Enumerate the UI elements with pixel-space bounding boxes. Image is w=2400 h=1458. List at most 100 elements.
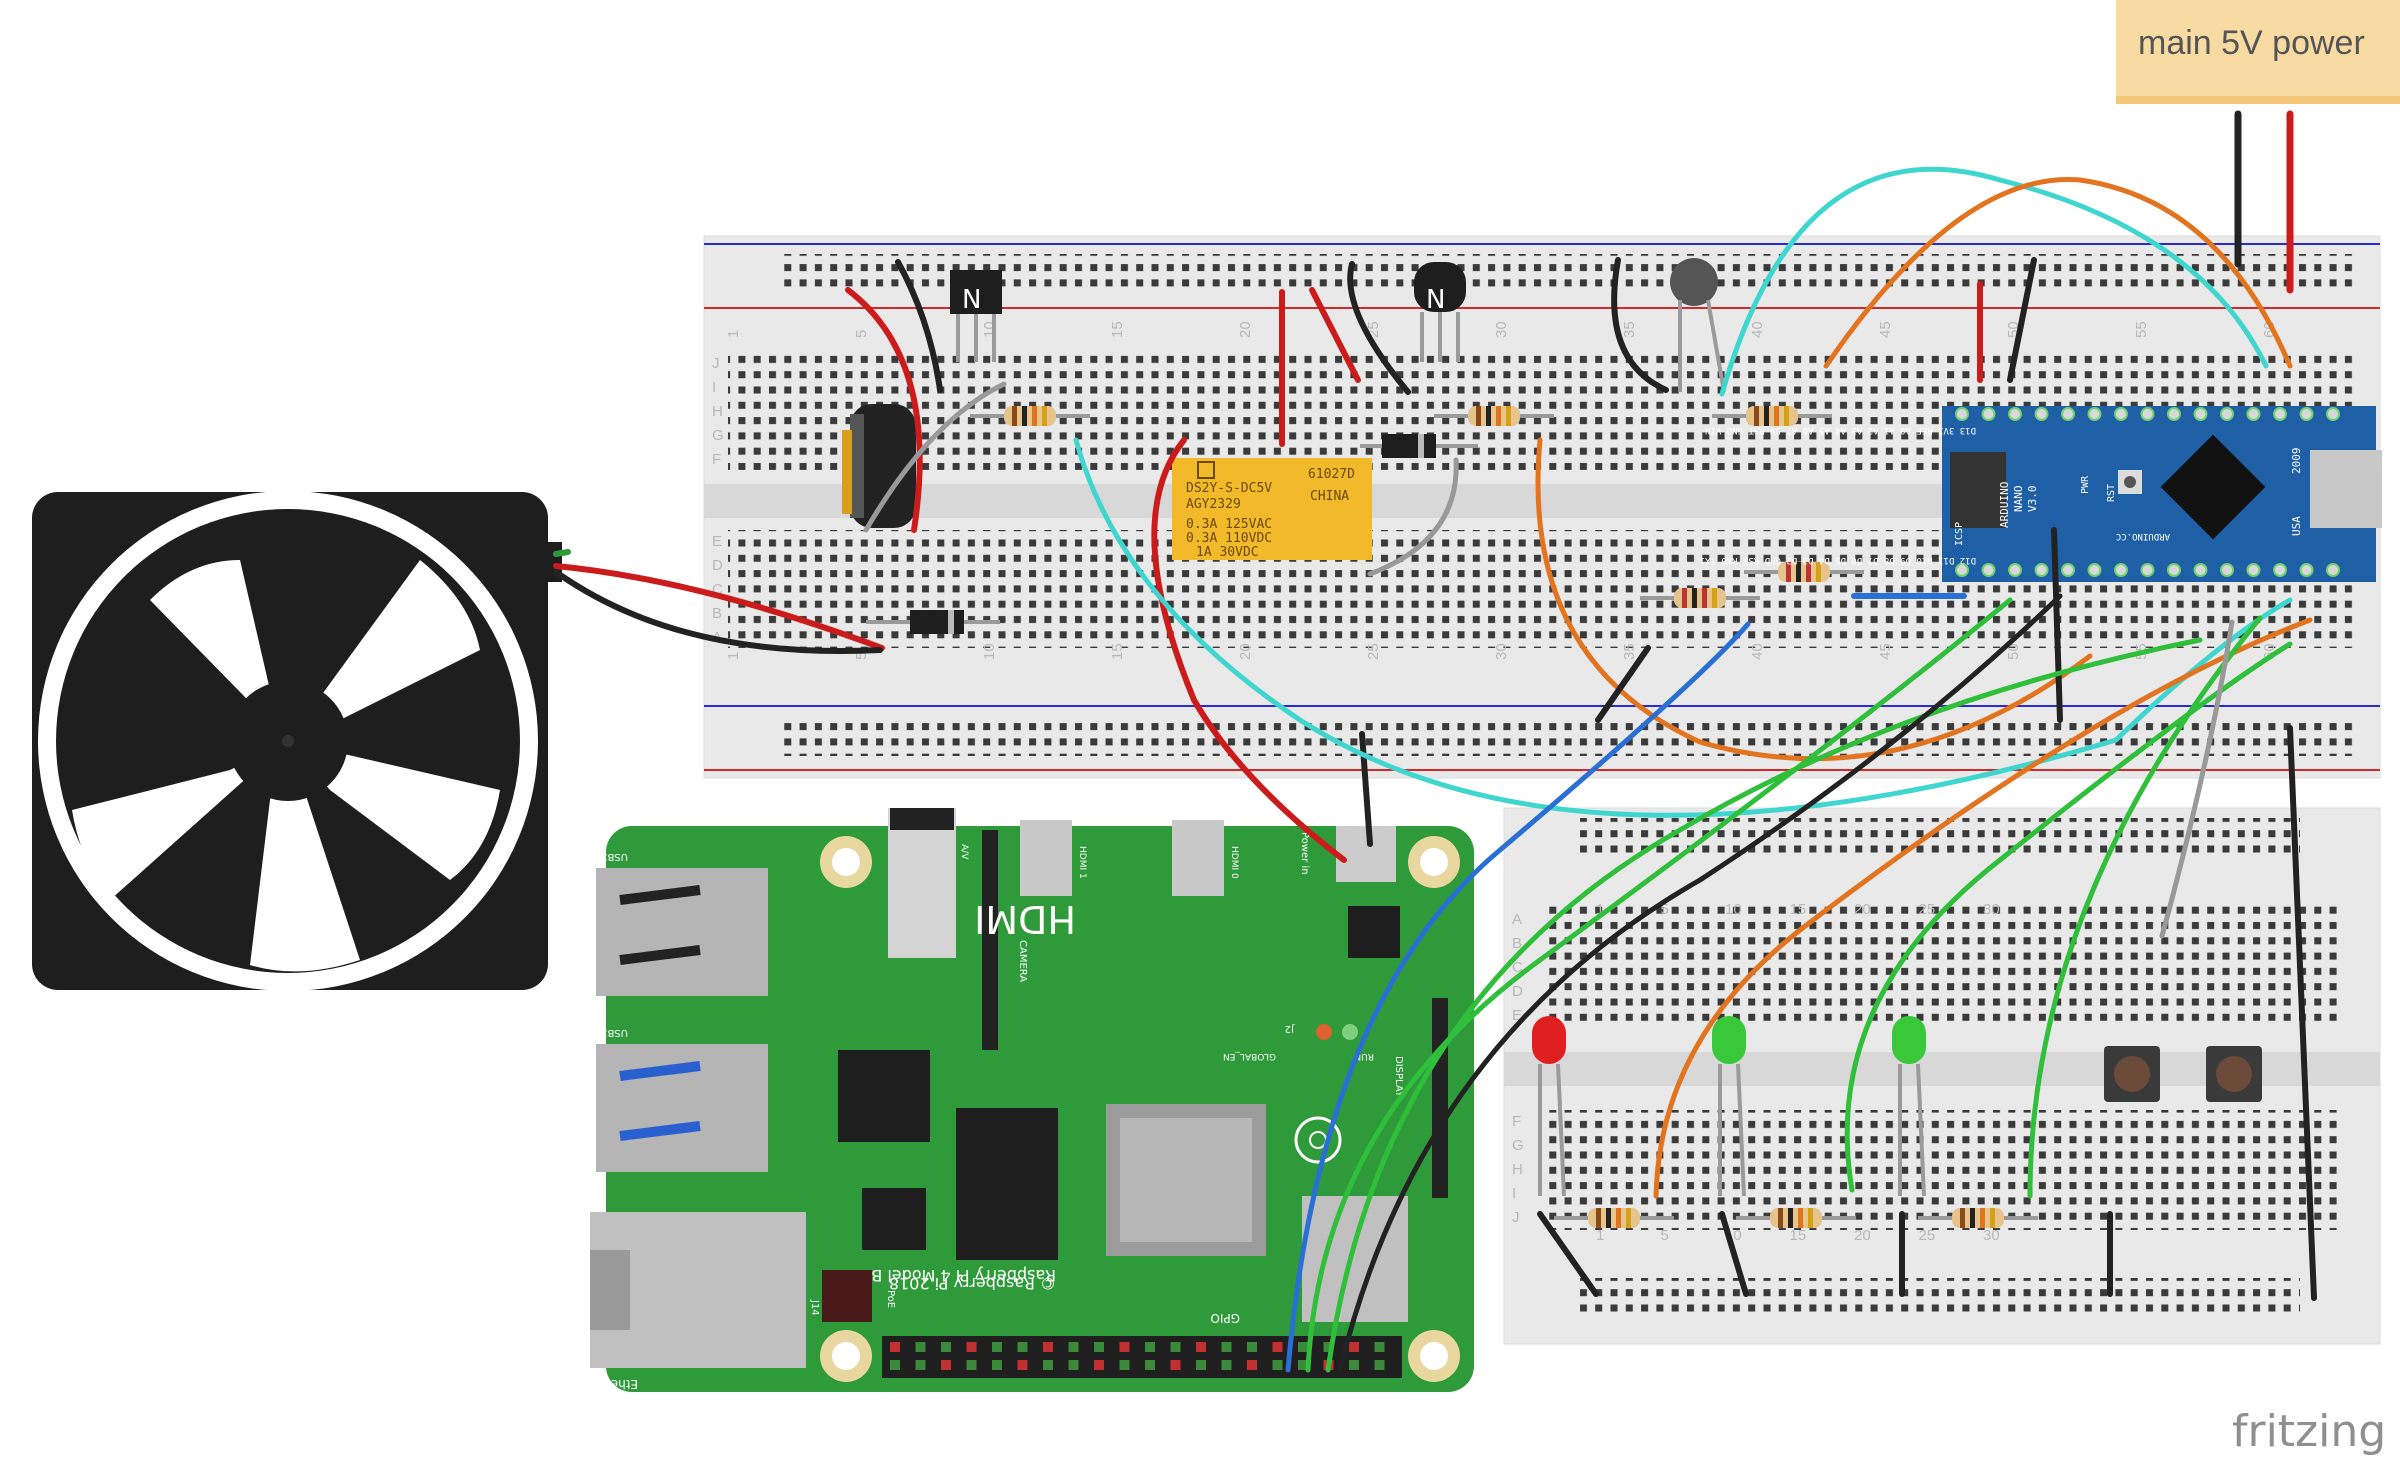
gpio-pin <box>1221 1360 1232 1370</box>
top-breadboard-number: 40 <box>1749 643 1766 660</box>
top-breadboard-number: 50 <box>2005 643 2022 660</box>
arduino-pin <box>2273 563 2287 577</box>
relay-line3: 0.3A 125VAC <box>1186 517 1272 532</box>
pi-power-in-label: Power in <box>1299 832 1310 875</box>
arduino-pin <box>2114 407 2128 421</box>
top-breadboard-row-letter: B <box>712 605 722 622</box>
resistor <box>1434 406 1554 426</box>
arduino-pin <box>1981 407 1996 421</box>
top-breadboard-number: 35 <box>1621 321 1638 338</box>
gpio-pin <box>1017 1342 1028 1352</box>
arduino-pin <box>1955 407 1969 421</box>
top-breadboard-number: 10 <box>981 643 998 660</box>
bottom-breadboard-number: 20 <box>1854 1227 1871 1244</box>
gpio-pin <box>1145 1360 1155 1370</box>
arduino-pin <box>2008 563 2022 577</box>
arduino-pin <box>2087 563 2102 577</box>
gpio-pin <box>1221 1342 1232 1352</box>
arduino-pin <box>2246 563 2261 577</box>
arduino-pin <box>2220 563 2234 577</box>
arduino-label-line3: V3.0 <box>2026 486 2039 513</box>
arduino-pin <box>2193 407 2208 421</box>
gpio-pin <box>915 1342 926 1352</box>
arduino-pin <box>2034 563 2049 577</box>
relay-line5: 1A 30VDC <box>1196 545 1259 560</box>
bottom-breadboard-number: 5 <box>1661 1227 1669 1244</box>
bottom-breadboard-row-letter: E <box>1512 1007 1522 1024</box>
gpio-pin <box>992 1360 1002 1370</box>
bottom-breadboard-number: 30 <box>1983 901 2000 918</box>
top-breadboard-number: 45 <box>1877 321 1894 338</box>
svg-text:N: N <box>1426 285 1445 315</box>
fritzing-logo: fritzing <box>2232 1406 2386 1457</box>
arduino-pin <box>2140 563 2155 577</box>
arduino-pin <box>2326 563 2340 577</box>
bottom-breadboard-number: 1 <box>1596 1227 1604 1244</box>
top-breadboard-number: 55 <box>2133 321 2150 338</box>
bottom-breadboard-row-letter: F <box>1512 1113 1521 1130</box>
gpio-pin <box>1323 1342 1334 1352</box>
resistor <box>970 406 1090 426</box>
pi-gpio-label: GPIO <box>1210 1311 1240 1325</box>
pi-ethernet-label: Ethernet <box>586 1377 638 1391</box>
arduino-pin <box>2008 407 2022 421</box>
diode-2 <box>1360 434 1478 458</box>
top-breadboard-number: 20 <box>1237 643 1254 660</box>
pi-hdmi0-label: HDMI 0 <box>1229 846 1239 879</box>
relay-line4: 0.3A 110VDC <box>1186 531 1272 546</box>
arduino-pin <box>2220 407 2234 421</box>
resistors <box>970 406 2038 1228</box>
bottom-breadboard-number: 25 <box>1919 1227 1936 1244</box>
push-button-2 <box>2206 1046 2262 1102</box>
top-breadboard-number: 30 <box>1493 321 1510 338</box>
arduino-pin <box>2299 407 2314 421</box>
pi-j14-label: J14 <box>809 1299 820 1316</box>
relay-origin: CHINA <box>1310 489 1349 504</box>
bottom-breadboard-number: 5 <box>1661 901 1669 918</box>
arduino-site-label: ARDUINO.CC <box>2116 531 2170 541</box>
bottom-breadboard-row-letter: I <box>1512 1185 1516 1202</box>
relay-line2: AGY2329 <box>1186 497 1241 512</box>
led-green-1 <box>1712 1016 1746 1197</box>
top-breadboard-row-letter: F <box>712 451 721 468</box>
resistor <box>1744 562 1864 582</box>
bottom-breadboard-row-letter: D <box>1512 983 1523 1000</box>
pi-j2-label: J2 <box>1285 1023 1295 1034</box>
gpio-pin <box>941 1342 951 1352</box>
arduino-pin <box>2167 563 2181 577</box>
pi-model-label: Raspberry Pi 4 Model B <box>871 1266 1056 1285</box>
gpio-pin <box>1374 1360 1385 1370</box>
gpio-pin <box>915 1360 926 1370</box>
gpio-pin <box>1196 1342 1206 1352</box>
arduino-nano <box>1942 406 2382 582</box>
top-breadboard-row-letter: E <box>712 533 722 550</box>
power-note: main 5V power <box>2116 0 2400 104</box>
gpio-pin <box>1374 1342 1385 1352</box>
top-breadboard-number: 25 <box>1365 643 1382 660</box>
arduino-pin <box>1955 563 1969 577</box>
bottom-breadboard-row-letter: A <box>1512 911 1522 928</box>
pi-global-en-label: GLOBAL_EN <box>1223 1051 1276 1061</box>
relay-code: 61027D <box>1308 467 1355 482</box>
top-breadboard-row-letter: J <box>712 355 720 372</box>
bottom-breadboard-number: 20 <box>1854 901 1871 918</box>
gpio-pin <box>966 1342 977 1352</box>
top-breadboard-number: 5 <box>853 652 870 660</box>
arduino-pwr-label: PWR <box>2080 475 2091 494</box>
raspberry-pi-board <box>590 808 1474 1392</box>
pi-usb3-label: USB3 <box>601 1027 628 1038</box>
bottom-breadboard-row-letter: C <box>1512 959 1523 976</box>
diode-1 <box>866 610 1000 634</box>
arduino-label-line1: ARDUINO <box>1998 482 2011 528</box>
arduino-pin <box>2273 407 2287 421</box>
arduino-pin <box>2140 407 2155 421</box>
bottom-breadboard-number: 10 <box>1725 901 1742 918</box>
gpio-pin <box>1043 1360 1053 1370</box>
top-breadboard-row-letter: I <box>712 379 716 396</box>
top-breadboard-number: 35 <box>1621 643 1638 660</box>
top-breadboard-row-letter: D <box>712 557 723 574</box>
resistor <box>1736 1208 1856 1228</box>
pi-usb2-label: USB2 <box>601 851 628 862</box>
